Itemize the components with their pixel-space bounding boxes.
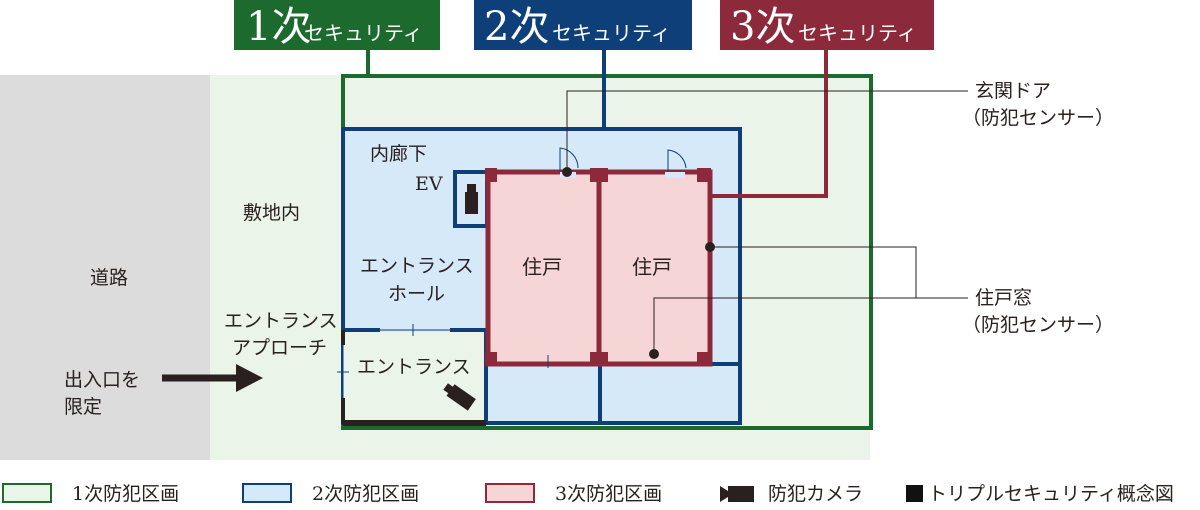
ev-shaft [453,170,489,228]
ev-camera-top [467,184,476,193]
legend-camera-icon [720,486,754,502]
access-arrow-head [236,364,263,392]
legend-zone2-label: 2次防犯区画 [312,483,419,505]
door-callout-line1: 玄関ドア [975,80,1051,102]
door-callout-line2: （防犯センサー） [962,107,1114,129]
header-2nd-label: セキュリティ [552,21,671,45]
legend-concept-square [906,485,923,502]
ev-camera [465,192,478,214]
header-1st-label: セキュリティ [304,21,423,45]
header-3rd-label: セキュリティ [798,21,917,45]
header-3rd-num: 3次 [730,4,795,50]
road-label: 道路 [90,267,128,289]
legend-zone3-label: 3次防犯区画 [555,483,662,505]
header-2nd-security: 2次 セキュリティ [474,0,692,50]
hall-label-line2: ホール [388,283,445,305]
legend-zone2: 2次防犯区画 [242,483,419,505]
ev-label: EV [415,173,443,195]
door-callout-line [566,90,968,172]
entrance-label: エントランス [357,356,471,378]
legend-zone1-label: 1次防犯区画 [72,483,179,505]
limit-label-line1: 出入口を [64,369,140,391]
header-1st-security: 1次 セキュリティ [234,0,440,50]
legend-concept-label: トリプルセキュリティ概念図 [928,482,1174,505]
legend: 1次防犯区画 2次防犯区画 3次防犯区画 防犯カメラ トリプルセキュリティ概念図 [2,482,1174,505]
unit-posts [485,168,711,366]
window-callout-line1: 住戸窓 [975,287,1032,309]
window-sensor-dot-1 [705,242,715,252]
entrance-camera [443,383,476,411]
legend-zone1: 1次防犯区画 [2,483,179,505]
hall-label-line1: エントランス [360,255,474,277]
limit-label-line2: 限定 [64,396,102,418]
approach-label-line2: アプローチ [232,337,327,359]
header-1st-num: 1次 [246,4,311,50]
window-callout-line-1 [710,246,968,299]
unit2-label: 住戸 [632,255,672,279]
approach-label-line1: エントランス [224,310,338,332]
corridor-label: 内廊下 [370,143,427,165]
legend-concept: トリプルセキュリティ概念図 [906,482,1174,505]
entrance-room [343,330,486,424]
window-callout-line-2 [653,297,916,354]
legend-camera-label: 防犯カメラ [768,483,863,505]
header3-connector [710,48,828,198]
legend-camera: 防犯カメラ [720,483,863,505]
door-sensor-dot [562,167,572,177]
window-sensor-dot-2 [649,349,659,359]
header-3rd-security: 3次 セキュリティ [720,0,934,50]
unit1-area [485,169,602,367]
window-callout-line2: （防犯センサー） [962,314,1114,336]
site-label: 敷地内 [243,202,300,224]
unit1-label: 住戸 [522,255,562,279]
header-2nd-num: 2次 [484,4,549,50]
road-area [0,75,210,460]
unit2-door [665,149,687,178]
legend-zone3: 3次防犯区画 [485,483,662,505]
